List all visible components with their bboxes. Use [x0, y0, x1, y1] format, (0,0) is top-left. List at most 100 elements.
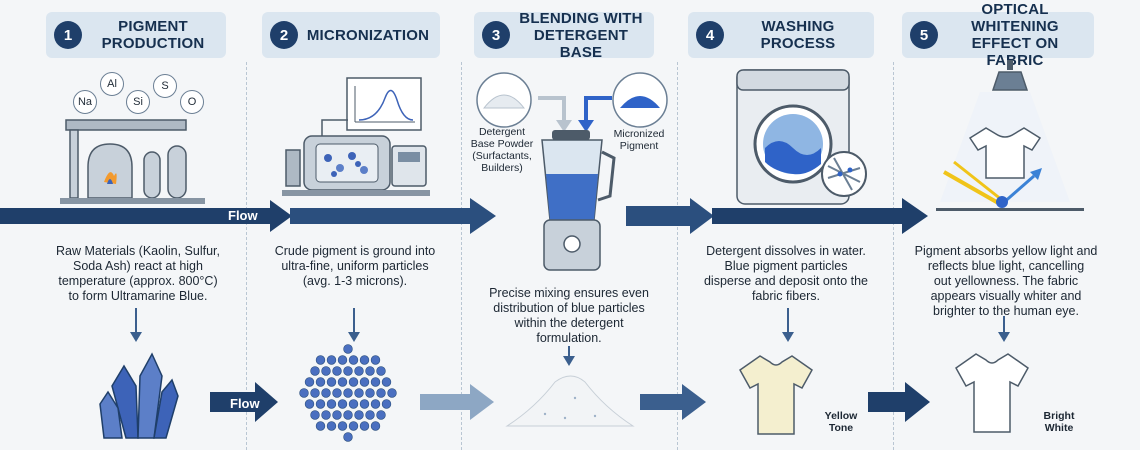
step-4-description: Detergent dissolves in water. Blue pigme…: [703, 244, 868, 303]
step-header-2: 2 MICRONIZATION: [262, 12, 440, 58]
particle-dot: [376, 388, 386, 398]
element-o: O: [180, 90, 204, 114]
step-header-1: 1 PIGMENT PRODUCTION: [46, 12, 226, 58]
step-title-4: WASHING PROCESS: [760, 18, 836, 52]
step-3-description: Precise mixing ensures even distribution…: [489, 286, 649, 345]
step-number-2: 2: [270, 21, 298, 49]
micronized-pigment-icon: [612, 72, 668, 128]
yellow-tone-label: Yellow Tone: [824, 410, 858, 434]
particle-dot: [381, 399, 392, 409]
micronized-pigment-label: Micronized Pigment: [613, 128, 665, 152]
particle-dot: [310, 410, 320, 420]
ball-mill-icon: [282, 119, 430, 196]
step-title-3-line2: DETERGENT BASE: [533, 26, 629, 61]
section-divider-1: [246, 62, 247, 450]
step-header-3: 3 BLENDING WITH DETERGENT BASE: [474, 10, 654, 61]
particle-dot: [359, 421, 370, 431]
step-title-2: MICRONIZATION: [306, 26, 430, 44]
detergent-base-label: Detergent Base Powder (Surfactants, Buil…: [470, 126, 534, 174]
down-arrow-5: [998, 316, 1010, 342]
down-arrow-4: [782, 308, 794, 342]
down-arrow-3: [563, 346, 575, 366]
particle-dot: [370, 355, 381, 365]
particle-dot: [299, 388, 309, 398]
factory-reactor-icon: [60, 119, 205, 204]
particle-dot: [365, 410, 375, 420]
particle-dot: [310, 366, 320, 376]
particle-dot: [348, 355, 359, 365]
yellow-tone-shirt-icon: [739, 355, 813, 435]
bottom-flow-arrows: [210, 382, 930, 422]
section-divider-4: [893, 62, 894, 450]
step-title-1-line1: PIGMENT: [118, 18, 188, 35]
step-1-description: Raw Materials (Kaolin, Sulfur, Soda Ash)…: [56, 244, 220, 303]
section-divider-2: [461, 62, 462, 450]
particle-dot: [332, 366, 342, 376]
step-number-4: 4: [696, 21, 724, 49]
flow-label-top: Flow: [228, 208, 258, 223]
element-na: Na: [73, 90, 97, 114]
particle-dot: [337, 399, 348, 409]
bright-white-shirt-icon: [955, 353, 1029, 433]
detergent-powder-pile-icon: [505, 375, 635, 427]
particle-dot: [370, 399, 381, 409]
ultramarine-crystal-icon: [99, 352, 179, 439]
particle-dot: [387, 388, 397, 398]
particle-dot: [348, 421, 359, 431]
micronized-particles-cluster: [299, 344, 397, 442]
particle-dot: [365, 388, 375, 398]
lamp-icon: [991, 60, 1029, 91]
element-al: Al: [100, 72, 124, 96]
particle-dot: [337, 421, 348, 431]
step-header-4: 4 WASHING PROCESS: [688, 12, 874, 58]
particle-dot: [326, 377, 337, 387]
section-divider-3: [677, 62, 678, 450]
particle-dot: [304, 399, 315, 409]
step-title-5-line1: OPTICAL WHITENING: [971, 1, 1059, 35]
step-header-5: 5 OPTICAL WHITENING EFFECT ON FABRIC: [902, 1, 1094, 69]
particle-dot: [343, 366, 353, 376]
particle-dot: [365, 366, 375, 376]
particle-dot: [310, 388, 320, 398]
particle-dot: [354, 410, 364, 420]
particle-dot: [326, 355, 337, 365]
particle-dot: [348, 399, 359, 409]
element-si: Si: [126, 90, 150, 114]
step-2-description: Crude pigment is ground into ultra-fine,…: [274, 244, 436, 288]
particle-dot: [370, 421, 381, 431]
particle-dot: [354, 366, 364, 376]
step-title-1-line2: PRODUCTION: [101, 35, 205, 52]
particle-dot: [315, 399, 326, 409]
detergent-base-powder-icon: [476, 72, 532, 128]
particle-dot: [343, 410, 353, 420]
particle-dot: [359, 399, 370, 409]
particle-dot: [304, 377, 315, 387]
down-arrow-1: [130, 308, 142, 342]
blend-feed-arrows: [538, 96, 612, 132]
particle-dot: [326, 399, 337, 409]
particle-dot: [359, 355, 370, 365]
particle-dot: [343, 432, 353, 442]
step-5-description: Pigment absorbs yellow light and reflect…: [914, 244, 1098, 318]
particle-dot: [321, 388, 331, 398]
particle-dot: [332, 388, 342, 398]
step-number-5: 5: [910, 21, 938, 49]
flow-label-bottom: Flow: [230, 396, 260, 411]
particle-dot: [321, 410, 331, 420]
particle-dot: [359, 377, 370, 387]
step-number-1: 1: [54, 21, 82, 49]
particle-dot: [376, 366, 386, 376]
step-title-5-line2: EFFECT ON FABRIC: [971, 35, 1059, 69]
particle-dot: [337, 355, 348, 365]
blender-icon: [541, 130, 616, 271]
washing-machine-icon: [736, 69, 850, 205]
particle-dot: [381, 377, 392, 387]
particle-dot: [321, 366, 331, 376]
particle-dot: [337, 377, 348, 387]
fabric-fiber-magnifier-icon: [821, 151, 867, 197]
particle-dot: [326, 421, 337, 431]
particle-dot: [315, 377, 326, 387]
particle-dot: [343, 388, 353, 398]
element-s: S: [153, 74, 177, 98]
particle-size-chart-icon: [346, 77, 422, 131]
